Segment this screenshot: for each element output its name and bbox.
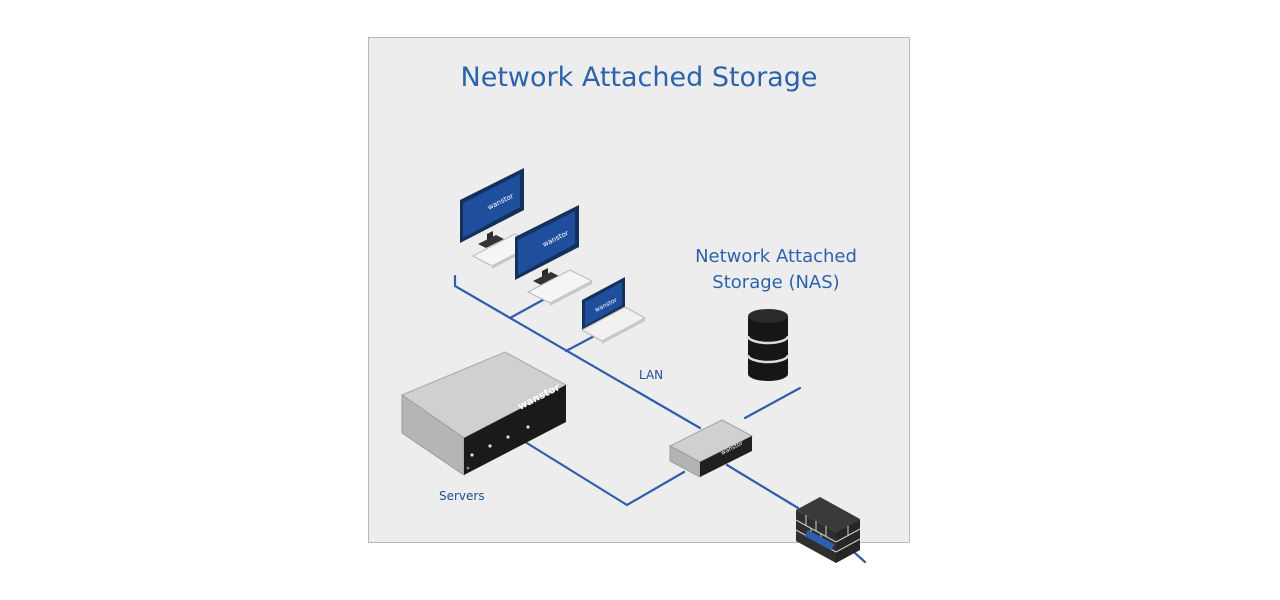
network-switch-icon: wanstor	[668, 419, 754, 478]
nas-link	[743, 386, 802, 420]
nas-cylinder-icon	[746, 309, 790, 381]
firewall	[795, 497, 861, 563]
server-link	[520, 438, 686, 507]
monitor-icon: wanstor	[515, 205, 579, 285]
nas-label-line-1: Network Attached	[695, 246, 857, 267]
server: wanstor	[400, 351, 568, 476]
server-icon: wanstor	[400, 351, 568, 476]
keyboard-icon	[526, 269, 594, 306]
diagram-title: Network Attached Storage	[460, 62, 818, 93]
servers-label: Servers	[439, 489, 485, 503]
nas-label-line-2: Storage (NAS)	[712, 272, 840, 293]
workstation-2: wanstor	[515, 205, 594, 306]
firewall-link	[725, 463, 800, 510]
lan-link	[453, 274, 702, 430]
laptop: wanstor	[580, 277, 647, 344]
nas-label: Network Attached Storage (NAS)	[664, 244, 888, 296]
firewall-icon	[795, 497, 861, 563]
network-switch: wanstor	[668, 419, 754, 478]
monitor-icon: wanstor	[460, 168, 524, 248]
lan-label: LAN	[639, 368, 664, 382]
nas-device	[746, 309, 790, 381]
laptop-icon: wanstor	[580, 277, 647, 344]
